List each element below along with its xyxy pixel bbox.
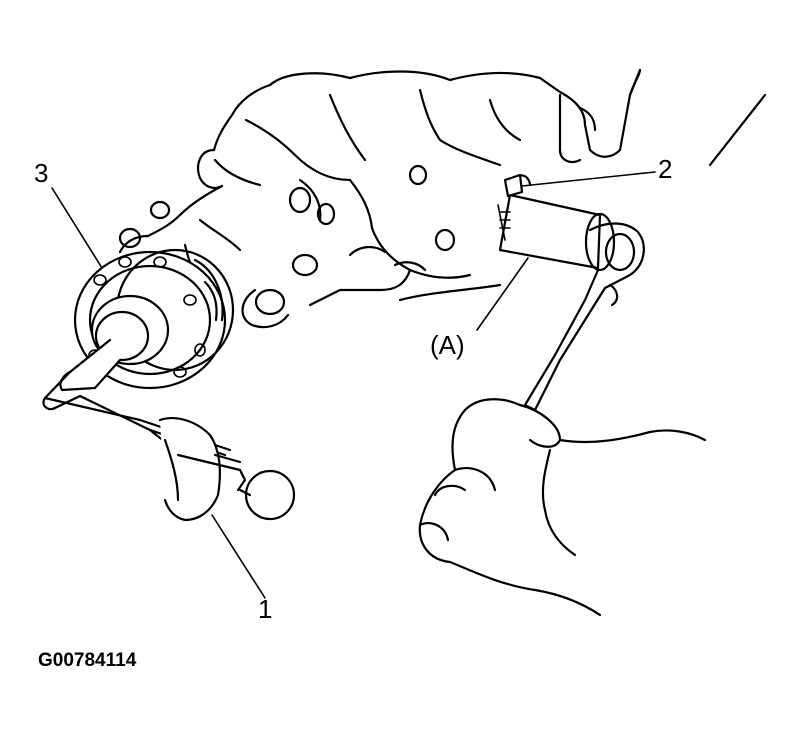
socket-and-ratchet	[497, 173, 645, 412]
background-lines	[628, 68, 767, 167]
leader-lines	[51, 171, 656, 599]
callout-3: 3	[34, 158, 49, 188]
callout-a: (A)	[430, 330, 465, 360]
hand	[418, 398, 707, 617]
callout-2: 2	[658, 154, 673, 184]
callout-1: 1	[258, 594, 273, 624]
figure-id: G00784114	[38, 650, 137, 671]
flange-holder-tool	[42, 338, 296, 522]
